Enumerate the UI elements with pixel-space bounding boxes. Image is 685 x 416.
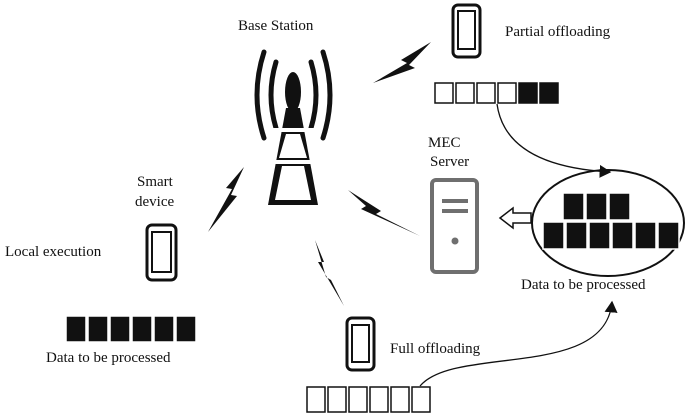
smartphone-icon — [145, 223, 178, 282]
lightning-icon — [315, 240, 344, 306]
base-station-tower-icon — [254, 49, 333, 205]
full-offloading-data-blocks — [306, 386, 431, 413]
data-to-be-processed-server-label: Data to be processed — [521, 277, 646, 293]
partial-offloading-label: Partial offloading — [505, 24, 611, 40]
server-queue-blocks — [542, 192, 680, 250]
smartphone-icon — [451, 3, 482, 59]
full-offloading-label: Full offloading — [390, 341, 481, 357]
mec-server-label-line1: MEC — [428, 135, 461, 151]
server-icon — [430, 178, 479, 274]
local-execution-data-blocks — [65, 315, 197, 343]
hollow-arrow-icon — [498, 206, 532, 230]
lightning-icon — [373, 42, 431, 83]
mec-server-label-line2: Server — [430, 154, 469, 170]
base-station-label: Base Station — [238, 18, 314, 34]
smart-device-label-line2: device — [135, 194, 174, 210]
local-execution-label: Local execution — [5, 244, 102, 260]
data-to-be-processed-local-label: Data to be processed — [46, 350, 171, 366]
smart-device-label-line1: Smart — [137, 174, 174, 190]
lightning-icon — [208, 167, 244, 232]
lightning-icon — [348, 190, 420, 236]
partial-to-server-arrow — [496, 103, 612, 178]
full-to-server-arrow — [419, 300, 618, 387]
smartphone-icon — [345, 316, 376, 372]
partial-offloading-data-blocks — [434, 82, 559, 104]
